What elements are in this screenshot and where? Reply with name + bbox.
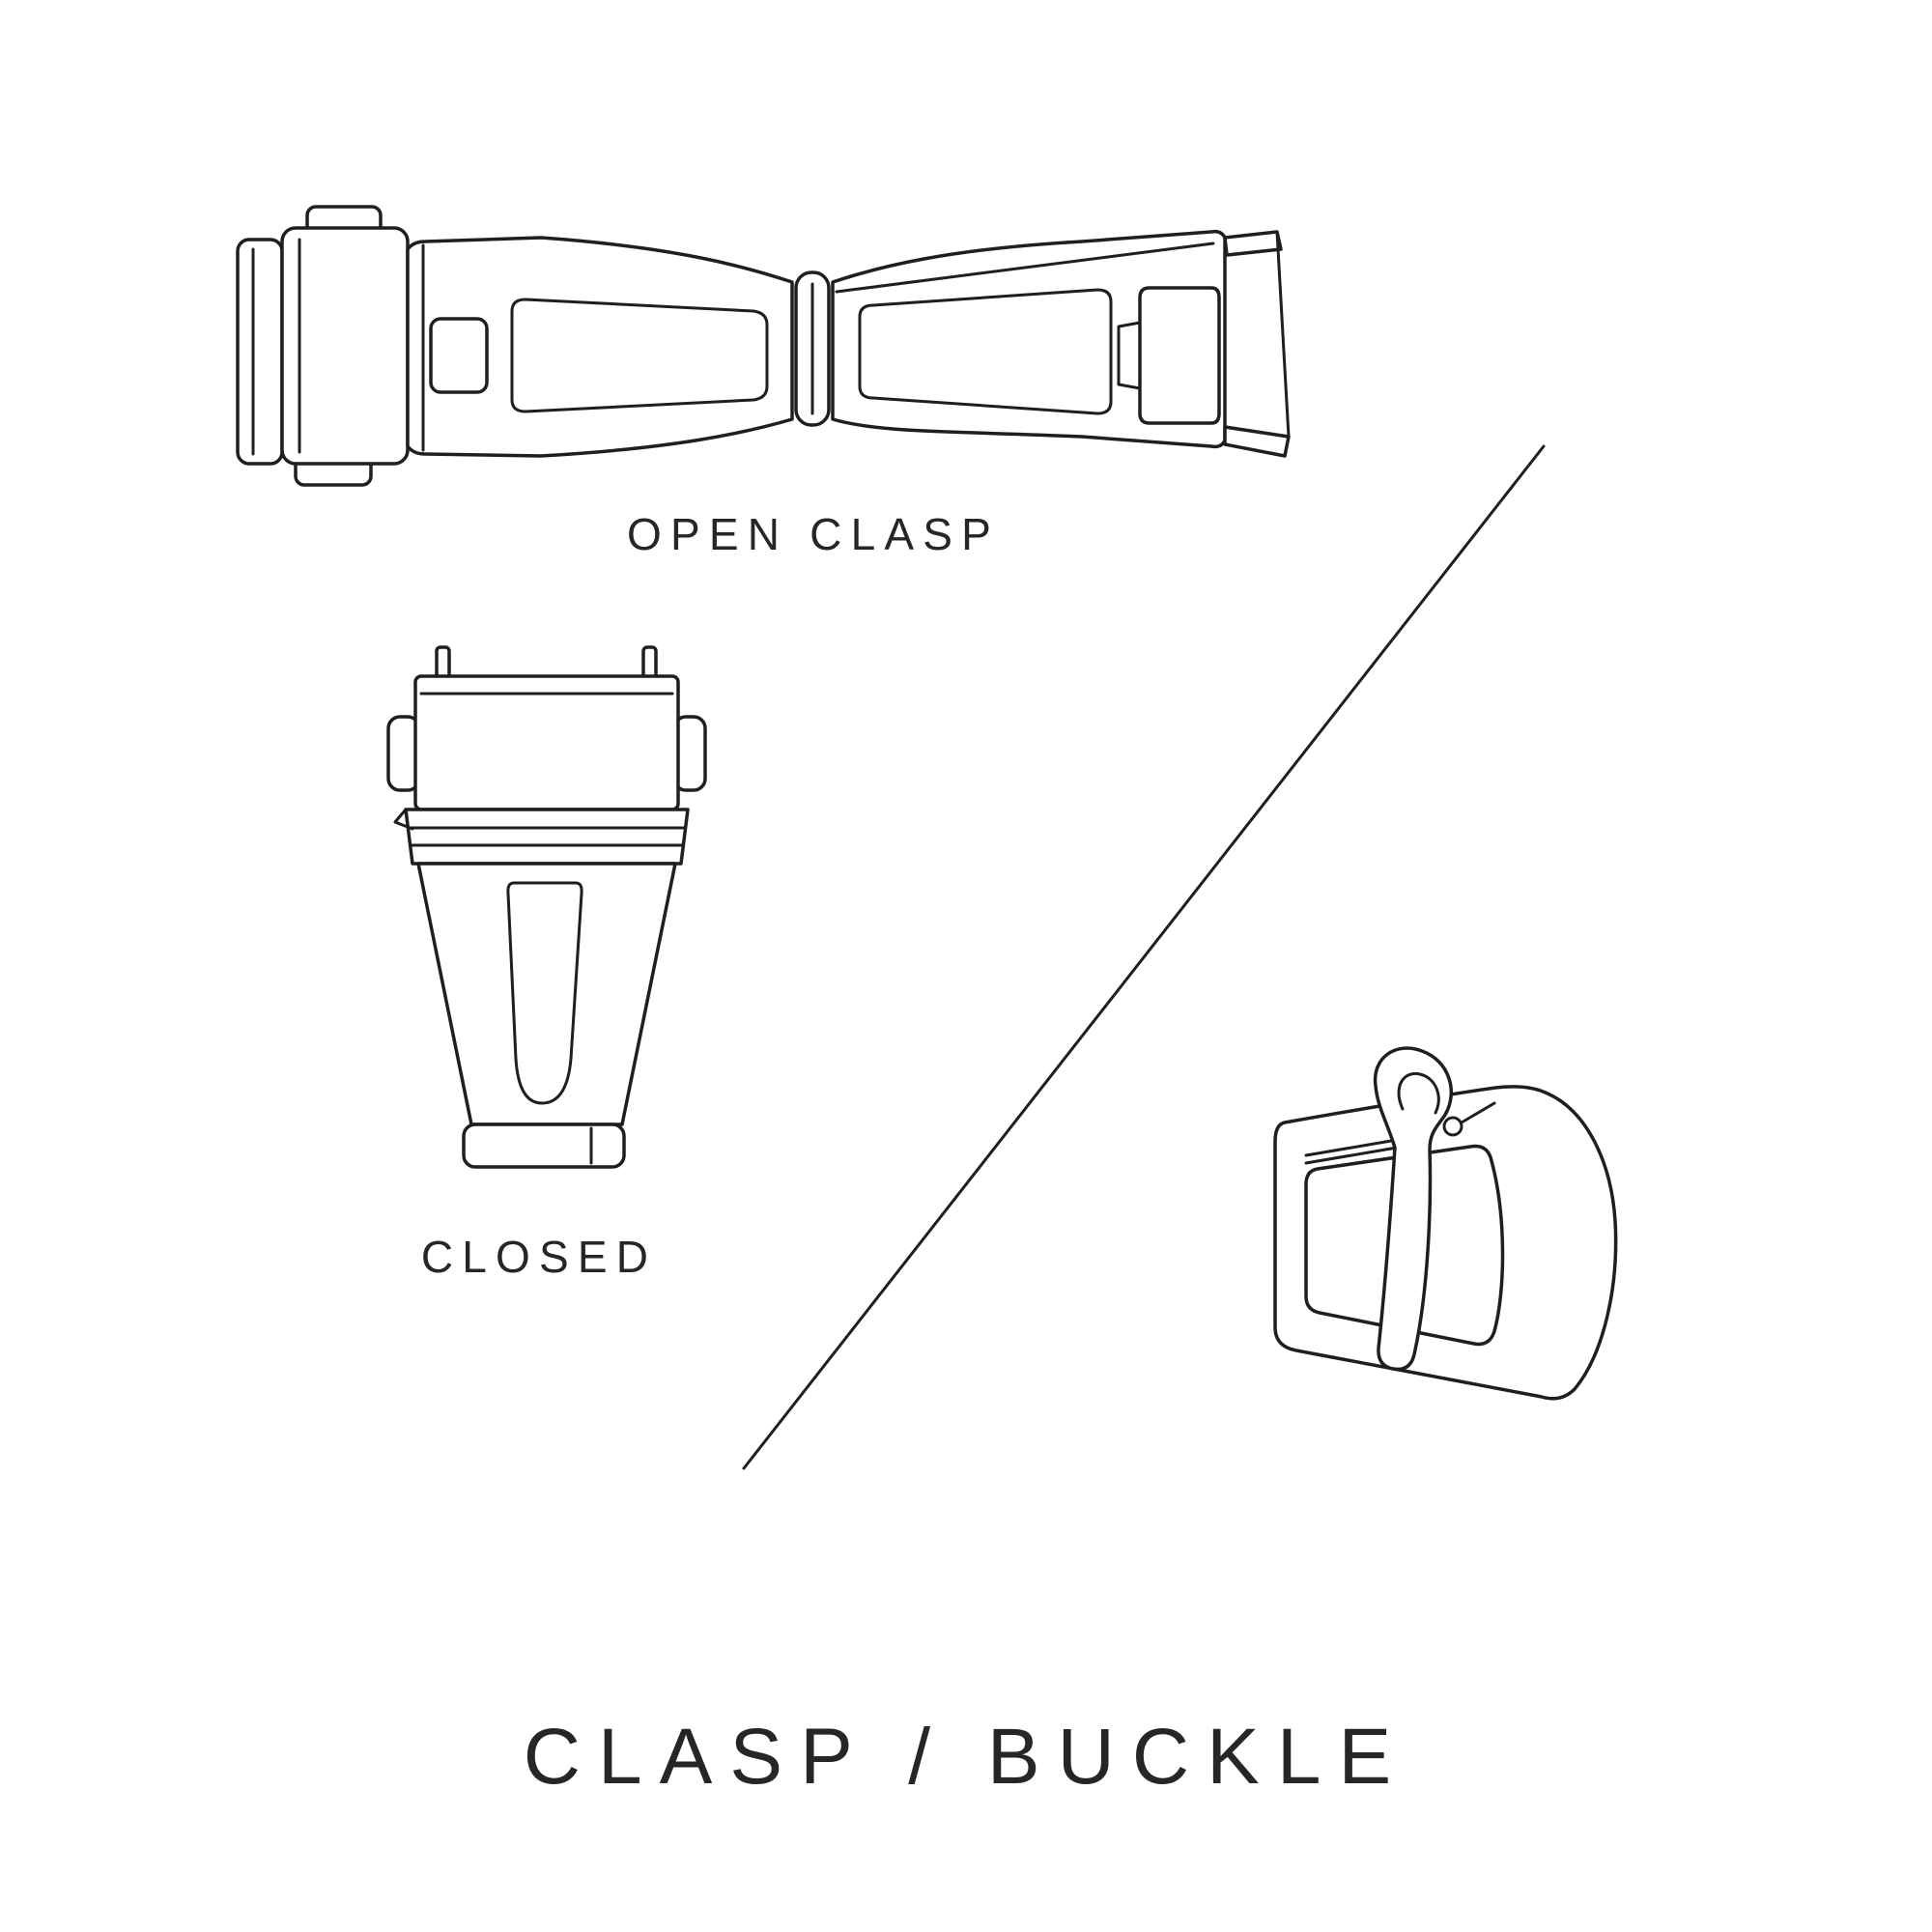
buckle-frame xyxy=(1273,1085,1618,1401)
closed-clasp-slot xyxy=(506,881,583,1105)
clasp-right-panel xyxy=(858,288,1113,415)
clasp-right-arm-fold xyxy=(835,242,1215,294)
clasp-end-flap-bottom xyxy=(1223,425,1291,458)
open-clasp-label: OPEN CLASP xyxy=(627,509,1000,559)
diagram-title: CLASP / BUCKLE xyxy=(523,1713,1409,1801)
clasp-end-edge xyxy=(1275,230,1291,439)
clasp-left-panel xyxy=(510,298,769,413)
closed-clasp-label: CLOSED xyxy=(420,1232,658,1282)
divider-line xyxy=(742,444,1546,1470)
clasp-keeper-flange xyxy=(1117,321,1142,390)
clasp-left-arm xyxy=(406,236,794,458)
buckle-pin-end xyxy=(1442,1116,1463,1137)
buckle-pin-line-right xyxy=(1460,1101,1496,1124)
closed-clasp-band-notch xyxy=(393,808,414,831)
buckle-pin-line-top xyxy=(1304,1138,1399,1157)
buckle-tongue xyxy=(1373,1046,1454,1372)
buckle-pin-line-bottom xyxy=(1304,1146,1399,1165)
buckle-opening xyxy=(1304,1144,1505,1347)
closed-clasp-band xyxy=(404,808,690,866)
closed-clasp-illustration xyxy=(386,645,707,1169)
clasp-keeper xyxy=(1138,286,1221,425)
clasp-end-link xyxy=(236,238,284,466)
open-clasp-illustration xyxy=(236,205,1291,487)
closed-clasp-end-cap xyxy=(462,1122,626,1169)
closed-clasp-body xyxy=(416,862,677,1126)
clasp-release-notch xyxy=(429,317,489,394)
buckle-tongue-loop-inner xyxy=(1397,1072,1440,1115)
buckle-illustration xyxy=(1273,1046,1618,1401)
clasp-end-flap-top xyxy=(1223,230,1283,257)
closed-clasp-top-cover xyxy=(413,674,680,811)
